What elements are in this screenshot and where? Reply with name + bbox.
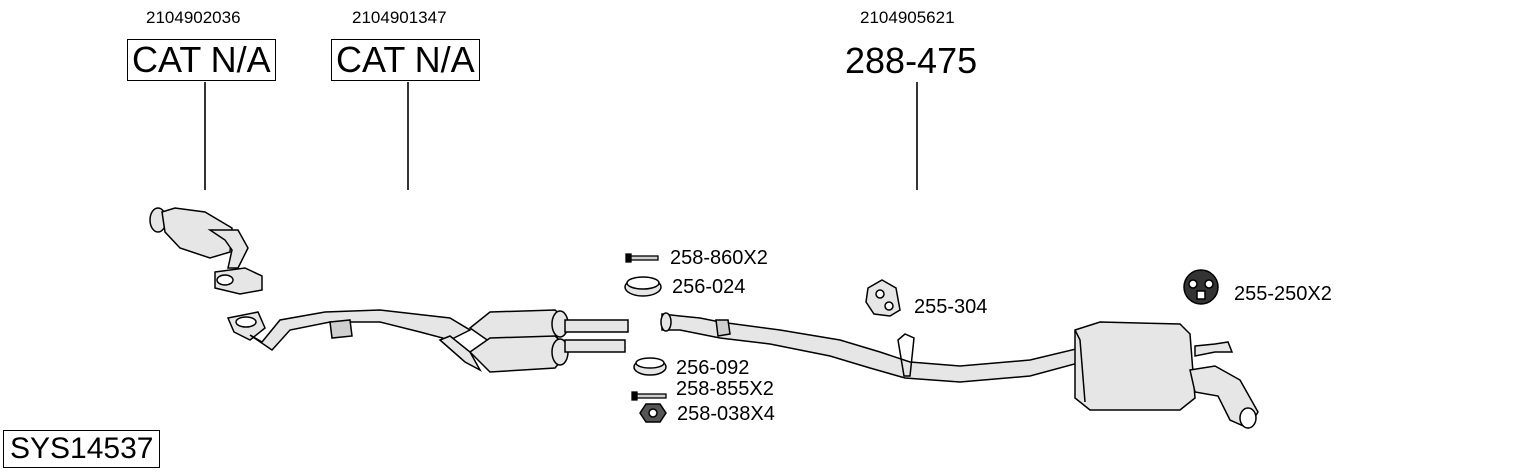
- bolt-icon-2: [631, 391, 667, 401]
- part-label-gasket-1: 256-024: [672, 276, 746, 298]
- gasket-icon-2: [633, 357, 667, 376]
- part-label-bolt-1: 258-860X2: [670, 247, 768, 269]
- oem-number-left: 2104902036: [146, 8, 241, 27]
- part-label-gasket-2: 256-092: [676, 357, 750, 379]
- front-catalytic-converter: [149, 207, 263, 295]
- oem-number-right: 2104905621: [860, 8, 955, 27]
- nut-icon: [639, 403, 667, 423]
- system-id-label: SYS14537: [3, 430, 161, 468]
- gasket-icon-1: [624, 276, 662, 297]
- hanger-icon-1: [865, 279, 901, 317]
- rear-muffler: [1074, 321, 1259, 429]
- hanger-icon-2: [1183, 269, 1219, 305]
- part-label-bolt-2: 258-855X2: [676, 378, 774, 400]
- bolt-icon-1: [625, 253, 659, 263]
- part-label-right: 288-475: [845, 40, 978, 81]
- part-label-hanger-2: 255-250X2: [1234, 283, 1332, 305]
- oem-number-middle: 2104901347: [352, 8, 447, 27]
- part-label-left: CAT N/A: [127, 39, 276, 81]
- part-label-nut: 258-038X4: [677, 403, 775, 425]
- part-label-middle: CAT N/A: [331, 39, 480, 81]
- part-label-hanger-1: 255-304: [914, 296, 988, 318]
- front-pipe-assembly: [226, 309, 629, 373]
